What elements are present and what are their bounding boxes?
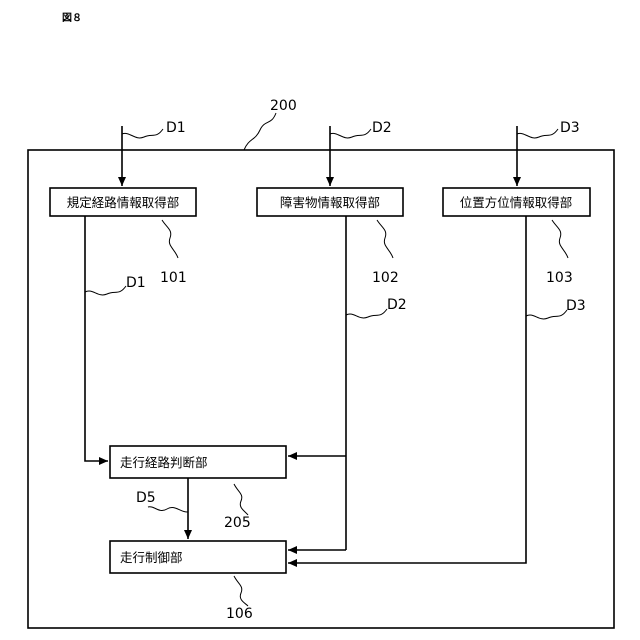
d5-leader bbox=[148, 507, 188, 512]
ref-102-leader bbox=[377, 220, 393, 258]
d2-label: D2 bbox=[387, 297, 407, 313]
ref-205-leader bbox=[234, 484, 248, 515]
ref-101-leader bbox=[162, 220, 178, 258]
ref-106: 106 bbox=[226, 606, 253, 622]
d3-line bbox=[288, 216, 526, 563]
ref-106-leader bbox=[234, 576, 248, 606]
ref-205: 205 bbox=[224, 515, 251, 531]
ref-103: 103 bbox=[546, 270, 573, 286]
obstacle-acq-label: 障害物情報取得部 bbox=[280, 195, 380, 210]
d2-input-leader bbox=[330, 129, 371, 138]
route-acq-label: 規定経路情報取得部 bbox=[67, 195, 180, 210]
d2-input-label: D2 bbox=[372, 120, 392, 136]
system-ref: 200 bbox=[270, 98, 297, 114]
d1-input-leader bbox=[122, 129, 163, 138]
d3-leader bbox=[526, 310, 567, 319]
d1-input-label: D1 bbox=[166, 120, 186, 136]
d3-label: D3 bbox=[566, 298, 586, 314]
d3-input-leader bbox=[517, 129, 558, 138]
d1-line bbox=[85, 216, 108, 461]
ref-103-leader bbox=[552, 220, 568, 258]
system-ref-leader bbox=[244, 113, 276, 150]
d5-label: D5 bbox=[136, 490, 156, 506]
ref-101: 101 bbox=[160, 270, 187, 286]
d1-leader bbox=[85, 286, 126, 295]
ref-102: 102 bbox=[372, 270, 399, 286]
d2-leader bbox=[346, 309, 387, 318]
travel-ctrl-label: 走行制御部 bbox=[120, 550, 183, 565]
figure-label: 図８ bbox=[62, 12, 82, 24]
position-acq-label: 位置方位情報取得部 bbox=[460, 195, 573, 210]
route-judge-label: 走行経路判断部 bbox=[120, 455, 208, 470]
d3-input-label: D3 bbox=[560, 120, 580, 136]
d1-label: D1 bbox=[126, 275, 146, 291]
